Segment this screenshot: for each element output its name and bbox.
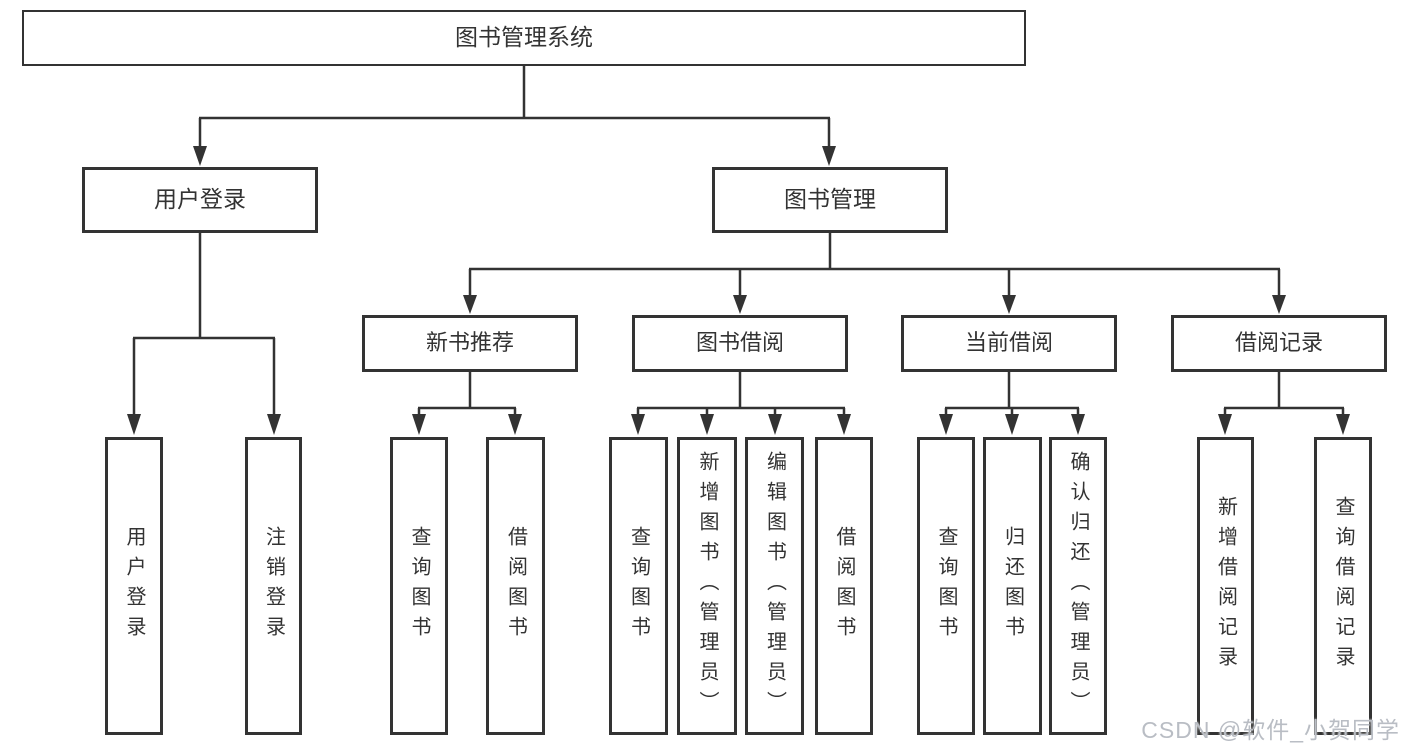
node-label: 新增借阅记录 xyxy=(1214,496,1237,676)
leaf-confirm-return-admin: 确认归还（管理员） xyxy=(1049,437,1107,735)
node-label: 图书借阅 xyxy=(695,330,784,356)
node-label: 编辑图书（管理员） xyxy=(763,451,786,721)
node-book-borrowing: 图书借阅 xyxy=(632,315,848,372)
node-label: 借阅记录 xyxy=(1234,330,1323,356)
node-label: 当前借阅 xyxy=(964,330,1053,356)
node-label: 用户登录 xyxy=(154,186,246,213)
leaf-query-books-current: 查询图书 xyxy=(917,437,975,735)
node-label: 新书推荐 xyxy=(425,330,514,356)
node-label: 查询图书 xyxy=(627,526,650,646)
leaf-query-books-borrowing: 查询图书 xyxy=(609,437,668,735)
node-label: 新增图书（管理员） xyxy=(696,451,718,721)
node-user-login-branch: 用户登录 xyxy=(82,167,318,233)
node-label: 借阅图书 xyxy=(504,526,527,646)
node-label: 用户登录 xyxy=(123,526,145,646)
node-label: 归还图书 xyxy=(1001,526,1024,646)
node-library-management-system: 图书管理系统 xyxy=(22,10,1026,66)
leaf-query-books-recommend: 查询图书 xyxy=(390,437,448,735)
node-borrowing-records: 借阅记录 xyxy=(1171,315,1387,372)
node-current-borrowing: 当前借阅 xyxy=(901,315,1117,372)
leaf-add-borrowing-record: 新增借阅记录 xyxy=(1197,437,1254,735)
leaf-borrow-books-recommend: 借阅图书 xyxy=(486,437,545,735)
node-book-management-branch: 图书管理 xyxy=(712,167,948,233)
node-label: 确认归还（管理员） xyxy=(1067,451,1089,721)
node-label: 图书管理 xyxy=(784,186,876,213)
node-new-book-recommend: 新书推荐 xyxy=(362,315,578,372)
node-label: 查询图书 xyxy=(935,526,957,646)
leaf-query-borrowing-record: 查询借阅记录 xyxy=(1314,437,1372,735)
leaf-user-login: 用户登录 xyxy=(105,437,163,735)
node-label: 查询图书 xyxy=(408,526,430,646)
node-label: 注销登录 xyxy=(262,526,285,646)
leaf-add-books-admin: 新增图书（管理员） xyxy=(677,437,737,735)
leaf-borrow-books: 借阅图书 xyxy=(815,437,873,735)
csdn-watermark: CSDN @软件_小贺同学 xyxy=(1141,717,1400,743)
node-label: 借阅图书 xyxy=(833,526,855,646)
node-label: 图书管理系统 xyxy=(455,24,593,51)
leaf-return-books: 归还图书 xyxy=(983,437,1042,735)
leaf-logout: 注销登录 xyxy=(245,437,302,735)
leaf-edit-books-admin: 编辑图书（管理员） xyxy=(745,437,804,735)
node-label: 查询借阅记录 xyxy=(1332,496,1354,676)
